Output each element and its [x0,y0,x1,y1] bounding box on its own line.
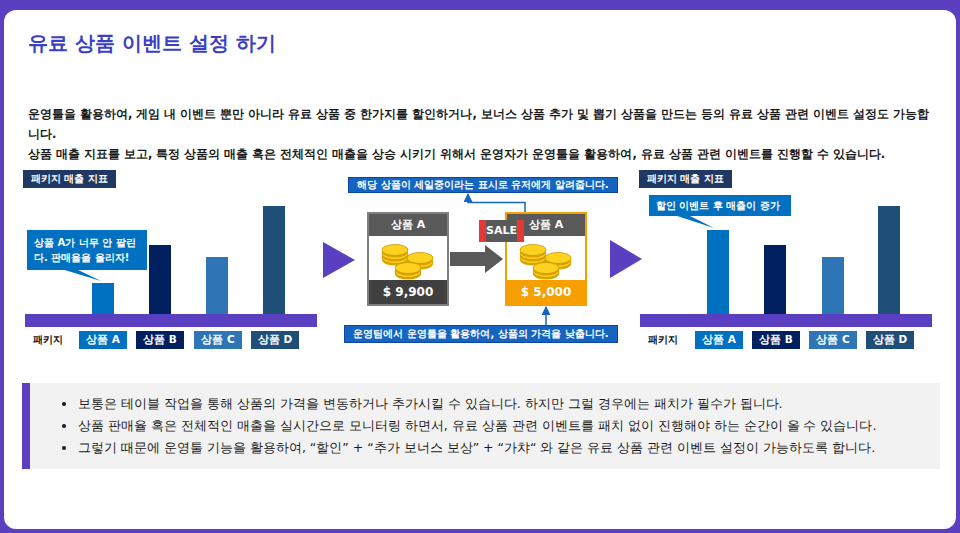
node-text: 운영팀에서 운영툴을 활용하여, 상품의 가격을 낮춥니다. [353,327,608,341]
node-text: 상품 B [143,333,177,347]
axis-box: 상품 A [79,331,127,349]
node-text: 패키지 매출 지표 [647,172,724,186]
metric-tag: 패키지 매출 지표 [639,170,732,188]
axis-band [25,314,317,327]
coin [407,253,433,264]
connector [468,194,525,212]
axis-box: 상품 B [752,331,800,349]
bar [878,206,900,314]
coin [520,245,546,256]
axis-box: 상품 B [136,331,184,349]
node-text: 상품 A가 너무 안 팔린다. 판매율을 올리자! [34,235,140,265]
axis-box: 상품 C [809,331,857,349]
flow-arrow [450,252,487,266]
node-text: $ 9,900 [369,280,447,304]
node-text: 상품 판매율 혹은 전체적인 매출을 실시간으로 모니터링 하면서, 유료 상품… [58,415,920,437]
bar-group [707,206,900,314]
node-text: 상품 C [816,333,849,347]
summary-panel: 보통은 테이블 작업을 통해 상품의 가격을 변동하거나 추가시킬 수 있습니다… [22,383,940,469]
connector [545,307,547,325]
note-box: 운영팀에서 운영툴을 활용하여, 상품의 가격을 낮춥니다. [344,325,618,343]
coin [395,263,421,274]
note-box: 해당 상품이 세일중이라는 표시로 유저에게 알려줍니다. [348,177,618,193]
axis-box: 상품 D [866,331,914,349]
coin [382,245,408,256]
node-text: 상품 A [86,333,120,347]
bar [92,283,114,314]
node-text: $ 5,000 [507,280,585,304]
node-text: 상품 D [258,333,292,347]
intro-text: 운영툴을 활용하여, 게임 내 이벤트 뿐만 아니라 유료 상품 중 한가지를 … [28,104,940,164]
node-text: SALE [486,220,517,242]
node-text: 상품 B [759,333,793,347]
node-text: 할인 이벤트 후 매출이 증가 [656,198,780,213]
node-text: 상품 C [201,333,234,347]
callout-box: 상품 A가 너무 안 팔린다. 판매율을 올리자! [27,230,147,270]
bar [149,245,171,314]
coin [533,263,559,274]
flow-triangle [323,242,355,278]
product-card: 상품 A$ 5,000SALE [505,212,587,306]
axis-box: 상품 D [251,331,299,349]
node-text: 그렇기 때문에 운영툴 기능을 활용하여, “할인” + “추가 보너스 보상”… [58,437,920,459]
bar [764,245,786,314]
intro-line: 운영툴을 활용하여, 게임 내 이벤트 뿐만 아니라 유료 상품 중 한가지를 … [28,104,940,144]
axis-band [640,314,932,327]
node-text: 패키지 매출 지표 [31,172,108,186]
axis-label: 패키지 [648,333,678,347]
product-card: 상품 A $ 9,900 [367,212,449,306]
coin [545,253,571,264]
bar [206,257,228,314]
node-text: 해당 상품이 세일중이라는 표시로 유저에게 알려줍니다. [357,178,608,192]
node-text: 보통은 테이블 작업을 통해 상품의 가격을 변동하거나 추가시킬 수 있습니다… [58,393,920,415]
bar [707,230,729,314]
sale-tag: SALE [479,220,524,242]
axis-box: 상품 A [695,331,743,349]
axis-label: 패키지 [33,333,63,347]
bar [822,257,844,314]
metric-tag: 패키지 매출 지표 [23,170,116,188]
node-text: 상품 A [702,333,736,347]
flow-triangle [610,240,642,278]
intro-line: 상품 매출 지표를 보고, 특정 상품의 매출 혹은 전체적인 매출을 상승 시… [28,144,940,164]
node-text: 상품 D [873,333,907,347]
axis-box: 상품 C [194,331,242,349]
node-text: 상품 A [369,214,447,236]
page-title: 유료 상품 이벤트 설정 하기 [28,30,276,57]
callout-box: 할인 이벤트 후 매출이 증가 [649,195,791,216]
bar [263,206,285,314]
